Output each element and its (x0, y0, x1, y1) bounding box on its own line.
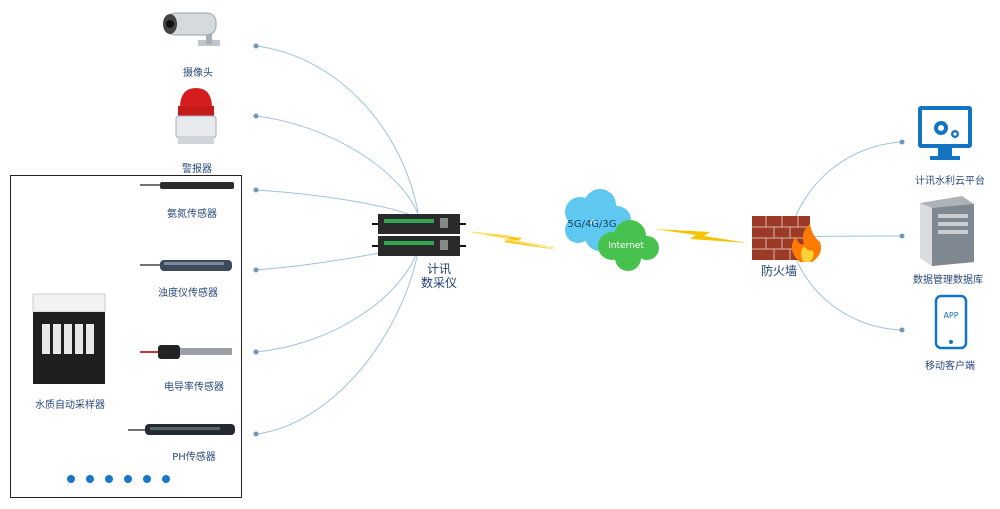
alarm-label: 警报器 (182, 164, 212, 175)
node-dot-alarm (253, 113, 259, 119)
ellipsis-dot (86, 475, 94, 483)
link-alarm (255, 115, 419, 215)
cloud-platform-label: 计讯水利云平台 (915, 176, 985, 187)
turbidity-sensor-label: 浊度仪传感器 (158, 288, 218, 299)
ellipsis-dot (67, 475, 75, 483)
link-platform (789, 141, 903, 233)
ammonia-sensor-label: 氨氮传感器 (167, 209, 217, 220)
link-ph (255, 251, 419, 435)
node-dot-ammonia (253, 187, 259, 193)
firewall-label: 防火墙 (760, 264, 798, 278)
link-camera (255, 45, 419, 213)
water-sampler-label: 水质自动采样器 (35, 400, 105, 411)
data-collector-label-line2: 数采仪 (420, 276, 458, 290)
node-dot-platform (899, 139, 905, 145)
node-dot-database (899, 233, 905, 239)
node-dot-conductivity (253, 349, 259, 355)
node-dot-mobile (899, 327, 905, 333)
cloud-network-label: 5G/4G/3G (567, 219, 617, 230)
sensor-group-box (10, 175, 242, 498)
node-dot-ph (253, 431, 259, 437)
node-dot-camera (253, 43, 259, 49)
ellipsis-dot (105, 475, 113, 483)
database-label: 数据管理数据库 (913, 275, 983, 286)
ellipsis-dot (124, 475, 132, 483)
mobile-client-label: 移动客户端 (925, 361, 975, 372)
node-dot-turbidity (253, 267, 259, 273)
internet-label: Internet (608, 241, 644, 251)
ph-sensor-label: PH传感器 (172, 452, 216, 463)
data-collector-label: 计讯 数采仪 (421, 262, 457, 290)
ellipsis-dot (143, 475, 151, 483)
data-collector-label-line1: 计讯 (426, 262, 452, 276)
link-conductivity (255, 249, 419, 353)
camera-label: 摄像头 (183, 68, 213, 79)
app-icon-label: APP (943, 311, 959, 320)
conductivity-sensor-label: 电导率传感器 (164, 382, 224, 393)
ellipsis-dot (162, 475, 170, 483)
link-ammonia (255, 189, 419, 219)
